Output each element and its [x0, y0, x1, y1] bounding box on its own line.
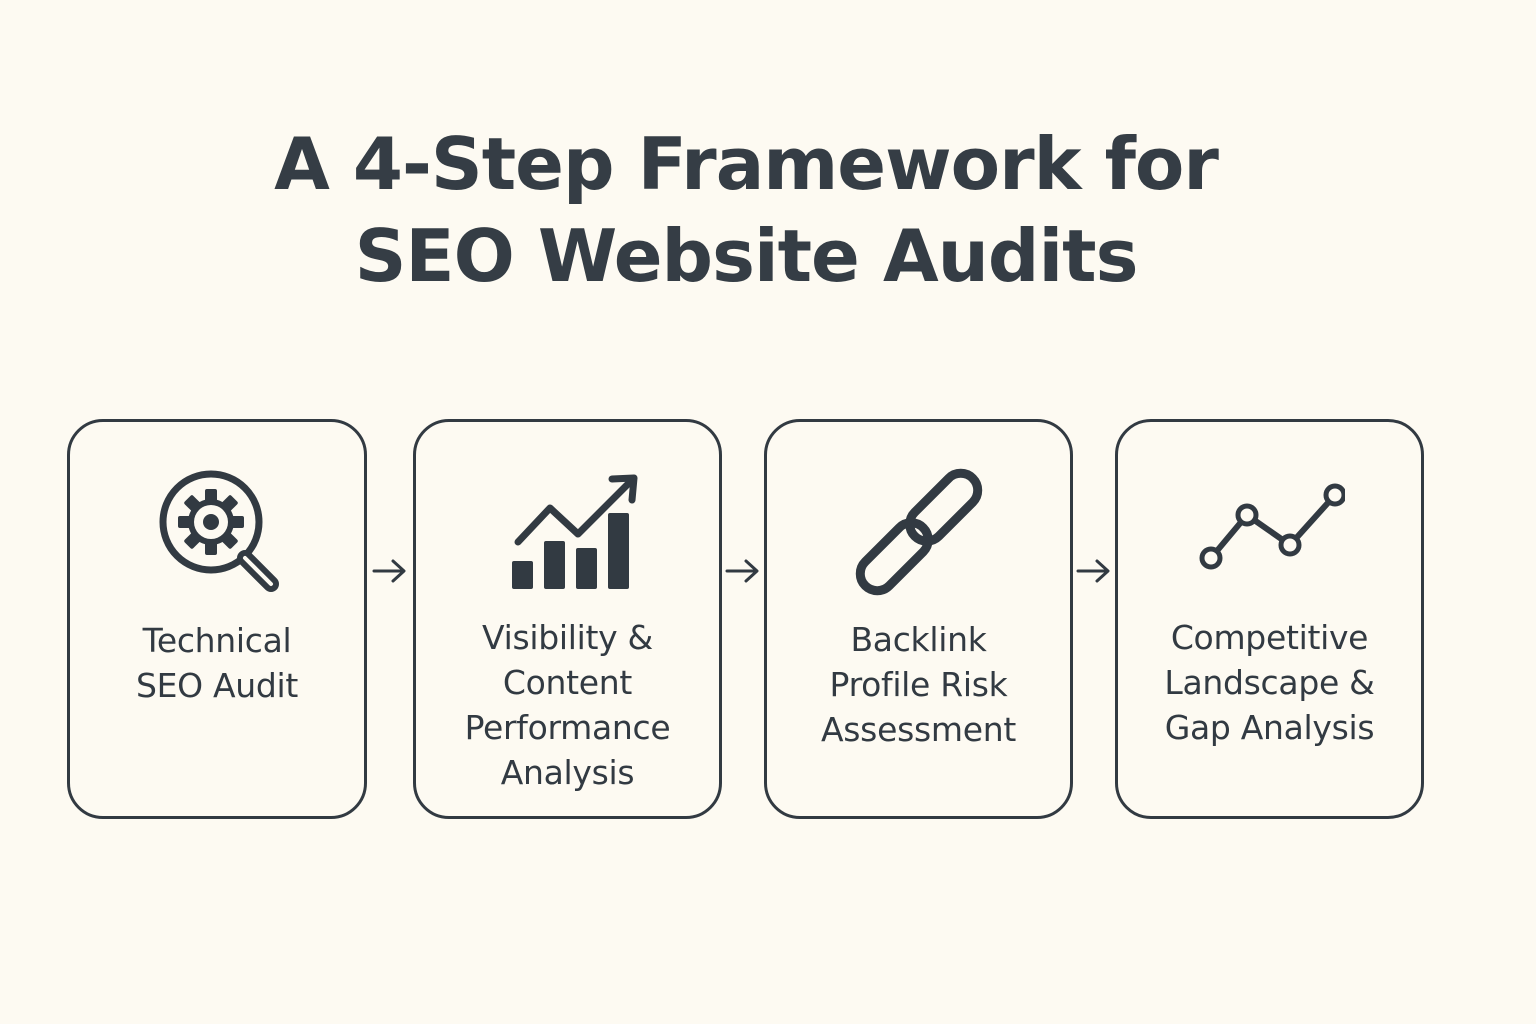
title-line-1: A 4-Step Framework for	[274, 122, 1219, 206]
arrow-right-icon	[1076, 559, 1110, 583]
chain-link-icon	[767, 462, 1070, 602]
arrow-right-icon	[725, 559, 759, 583]
step-card-technical-seo-audit: Technical SEO Audit	[67, 419, 367, 819]
step-card-backlink-profile: Backlink Profile Risk Assessment	[764, 419, 1073, 819]
step-label: Competitive Landscape & Gap Analysis	[1164, 618, 1375, 747]
diagram-title: A 4-Step Framework for SEO Website Audit…	[0, 118, 1492, 302]
arrow-right-icon	[372, 559, 406, 583]
line-graph-icon	[1118, 462, 1421, 602]
title-line-2: SEO Website Audits	[354, 214, 1139, 298]
step-card-visibility-content: Visibility & Content Performance Analysi…	[413, 419, 722, 819]
step-card-competitive-landscape: Competitive Landscape & Gap Analysis	[1115, 419, 1424, 819]
step-label: Visibility & Content Performance Analysi…	[464, 618, 671, 792]
step-label: Backlink Profile Risk Assessment	[821, 620, 1016, 749]
magnifier-gear-icon	[70, 462, 364, 602]
bar-chart-trend-icon	[416, 462, 719, 602]
step-label: Technical SEO Audit	[135, 621, 299, 705]
